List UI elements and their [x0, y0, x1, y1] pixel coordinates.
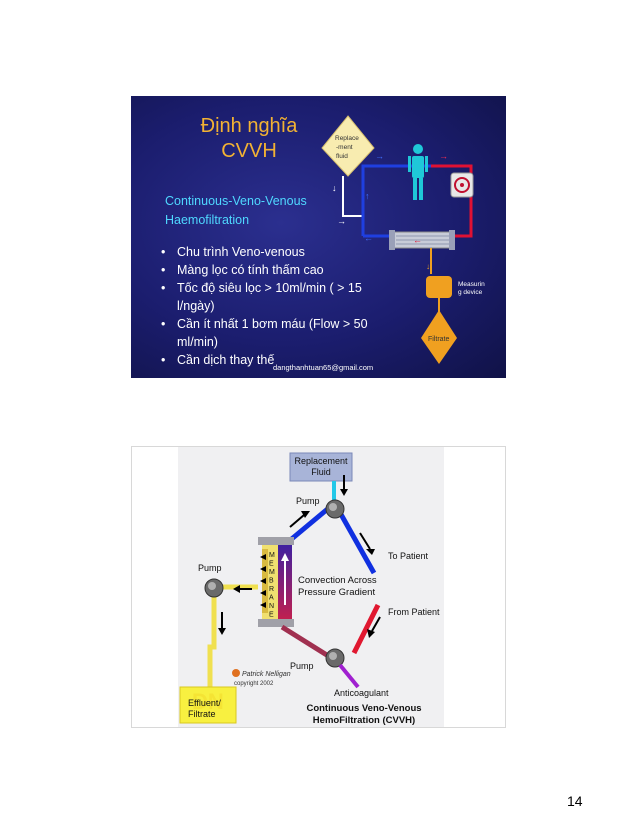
convection-line2: Pressure Gradient — [298, 587, 375, 598]
from-patient-label: From Patient — [388, 607, 440, 617]
effluent-line2: Filtrate — [188, 709, 216, 719]
replacement-line — [342, 176, 363, 217]
replacement-fluid-box — [289, 452, 353, 482]
slide1-title-line2: CVVH — [221, 140, 277, 162]
arrow-icon — [371, 616, 381, 632]
arrow-head — [233, 585, 240, 593]
venous-return-line — [335, 507, 377, 575]
pump-left-label: Pump — [198, 563, 222, 573]
filter-cap-bottom — [258, 619, 294, 627]
replacement-fluid-line1: Replacement — [294, 456, 348, 466]
arrow-down-icon: ↓ — [426, 262, 430, 271]
bullet-item: Cần dịch thay thế — [161, 351, 401, 369]
pump-top-label: Pump — [296, 496, 320, 506]
arrow-icon — [289, 514, 305, 528]
arrow-head — [301, 511, 310, 518]
copyright: copyright 2002 — [234, 681, 274, 687]
effluent-line1: Effluent/ — [188, 698, 221, 708]
blood-pump-icon — [450, 172, 474, 198]
arrow-right-icon: → — [439, 151, 448, 161]
cvvh-schematic-diagram: Replacement Fluid Pump To Patient — [179, 452, 440, 726]
patient-icon — [408, 144, 428, 200]
membrane-letter: N — [269, 603, 274, 610]
slide1-title: Định nghĩa CVVH — [189, 114, 309, 164]
measuring-label-1: Measurin — [458, 281, 485, 288]
arrow-head — [366, 549, 375, 555]
subtitle-line2: Haemofiltration — [165, 213, 250, 227]
filtrate-diamond — [421, 310, 457, 364]
effluent-drain-line — [207, 587, 217, 687]
pump-highlight — [329, 503, 337, 511]
membrane-letter: A — [269, 595, 274, 602]
arrow-head — [340, 489, 348, 496]
membrane-flow-arrows — [260, 554, 266, 608]
caption-line1: Continuous Veno-Venous — [306, 703, 421, 714]
watermark-icon: DN — [192, 689, 224, 714]
hemofilter-icon: ← — [389, 230, 455, 250]
filtrate-label: Filtrate — [428, 336, 450, 343]
arrow-icon — [359, 532, 371, 550]
measuring-device-icon — [426, 276, 452, 298]
replacement-label-3: fluid — [336, 153, 348, 160]
cvvh-circuit-diagram: Replace -ment fluid → → ↑ ↓ → — [321, 115, 485, 364]
subtitle-line1: Continuous-Veno-Venous — [165, 194, 307, 208]
author-email: dangthanhtuan65@gmail.com — [273, 363, 374, 372]
arrow-head — [281, 553, 289, 561]
measuring-label-2: g device — [458, 289, 483, 296]
arrow-right-icon: → — [337, 216, 346, 226]
bullet-item: Chu trình Veno-venous — [161, 243, 401, 261]
arterial-line — [351, 603, 381, 655]
bullet-item: Cần ít nhất 1 bơm máu (Flow > 50 ml/min) — [161, 315, 401, 351]
logo-icon — [232, 669, 240, 677]
membrane-letter: E — [269, 561, 274, 568]
membrane-letter: B — [269, 578, 274, 585]
replacement-fluid-line2: Fluid — [311, 467, 331, 477]
arrow-right-icon: → — [375, 151, 384, 161]
replacement-label-2: -ment — [336, 144, 353, 151]
slide1-title-line1: Định nghĩa — [200, 115, 298, 137]
slide1-subtitle: Continuous-Veno-Venous Haemofiltration — [165, 192, 307, 230]
arrow-head — [367, 629, 375, 638]
arrow-left-icon: ← — [364, 233, 373, 243]
slide-cvvh-schematic: Replacement Fluid Pump To Patient — [131, 446, 506, 728]
arterial-to-filter-line — [280, 624, 332, 660]
bullet-item: Tốc độ siêu lọc > 10ml/min ( > 15 l/ngày… — [161, 279, 401, 315]
membrane-letter: M — [269, 552, 275, 559]
membrane-letter: R — [269, 586, 274, 593]
replacement-fluid-diamond — [321, 115, 375, 177]
arrow-head — [218, 628, 226, 635]
caption-line2: HemoFiltration (CVVH) — [313, 715, 415, 726]
convection-line1: Convection Across — [298, 575, 377, 586]
anticoagulant-line — [338, 663, 360, 689]
pump-bottom-label: Pump — [290, 661, 314, 671]
membrane-letter: E — [269, 612, 274, 619]
membrane-letter: M — [269, 569, 275, 576]
arrow-down-icon: ↓ — [332, 183, 337, 193]
svg-text:←: ← — [413, 235, 422, 245]
effluent-box — [179, 686, 237, 724]
bullet-list: Chu trình Veno-venous Màng lọc có tính t… — [161, 243, 401, 369]
filter-cap-top — [258, 537, 294, 545]
pump-highlight — [329, 652, 337, 660]
arterial-line-side — [451, 196, 473, 238]
anticoagulant-label: Anticoagulant — [334, 688, 389, 698]
page-number: 14 — [567, 793, 583, 809]
pump-highlight — [208, 582, 216, 590]
to-patient-label: To Patient — [388, 551, 429, 561]
bullet-item: Màng lọc có tính thấm cao — [161, 261, 401, 279]
signature: Patrick Nelligan — [242, 671, 291, 678]
slide-definition: Định nghĩa CVVH Continuous-Veno-Venous H… — [131, 96, 506, 378]
replacement-label-1: Replace — [335, 135, 359, 142]
arrow-up-icon: ↑ — [365, 191, 370, 201]
